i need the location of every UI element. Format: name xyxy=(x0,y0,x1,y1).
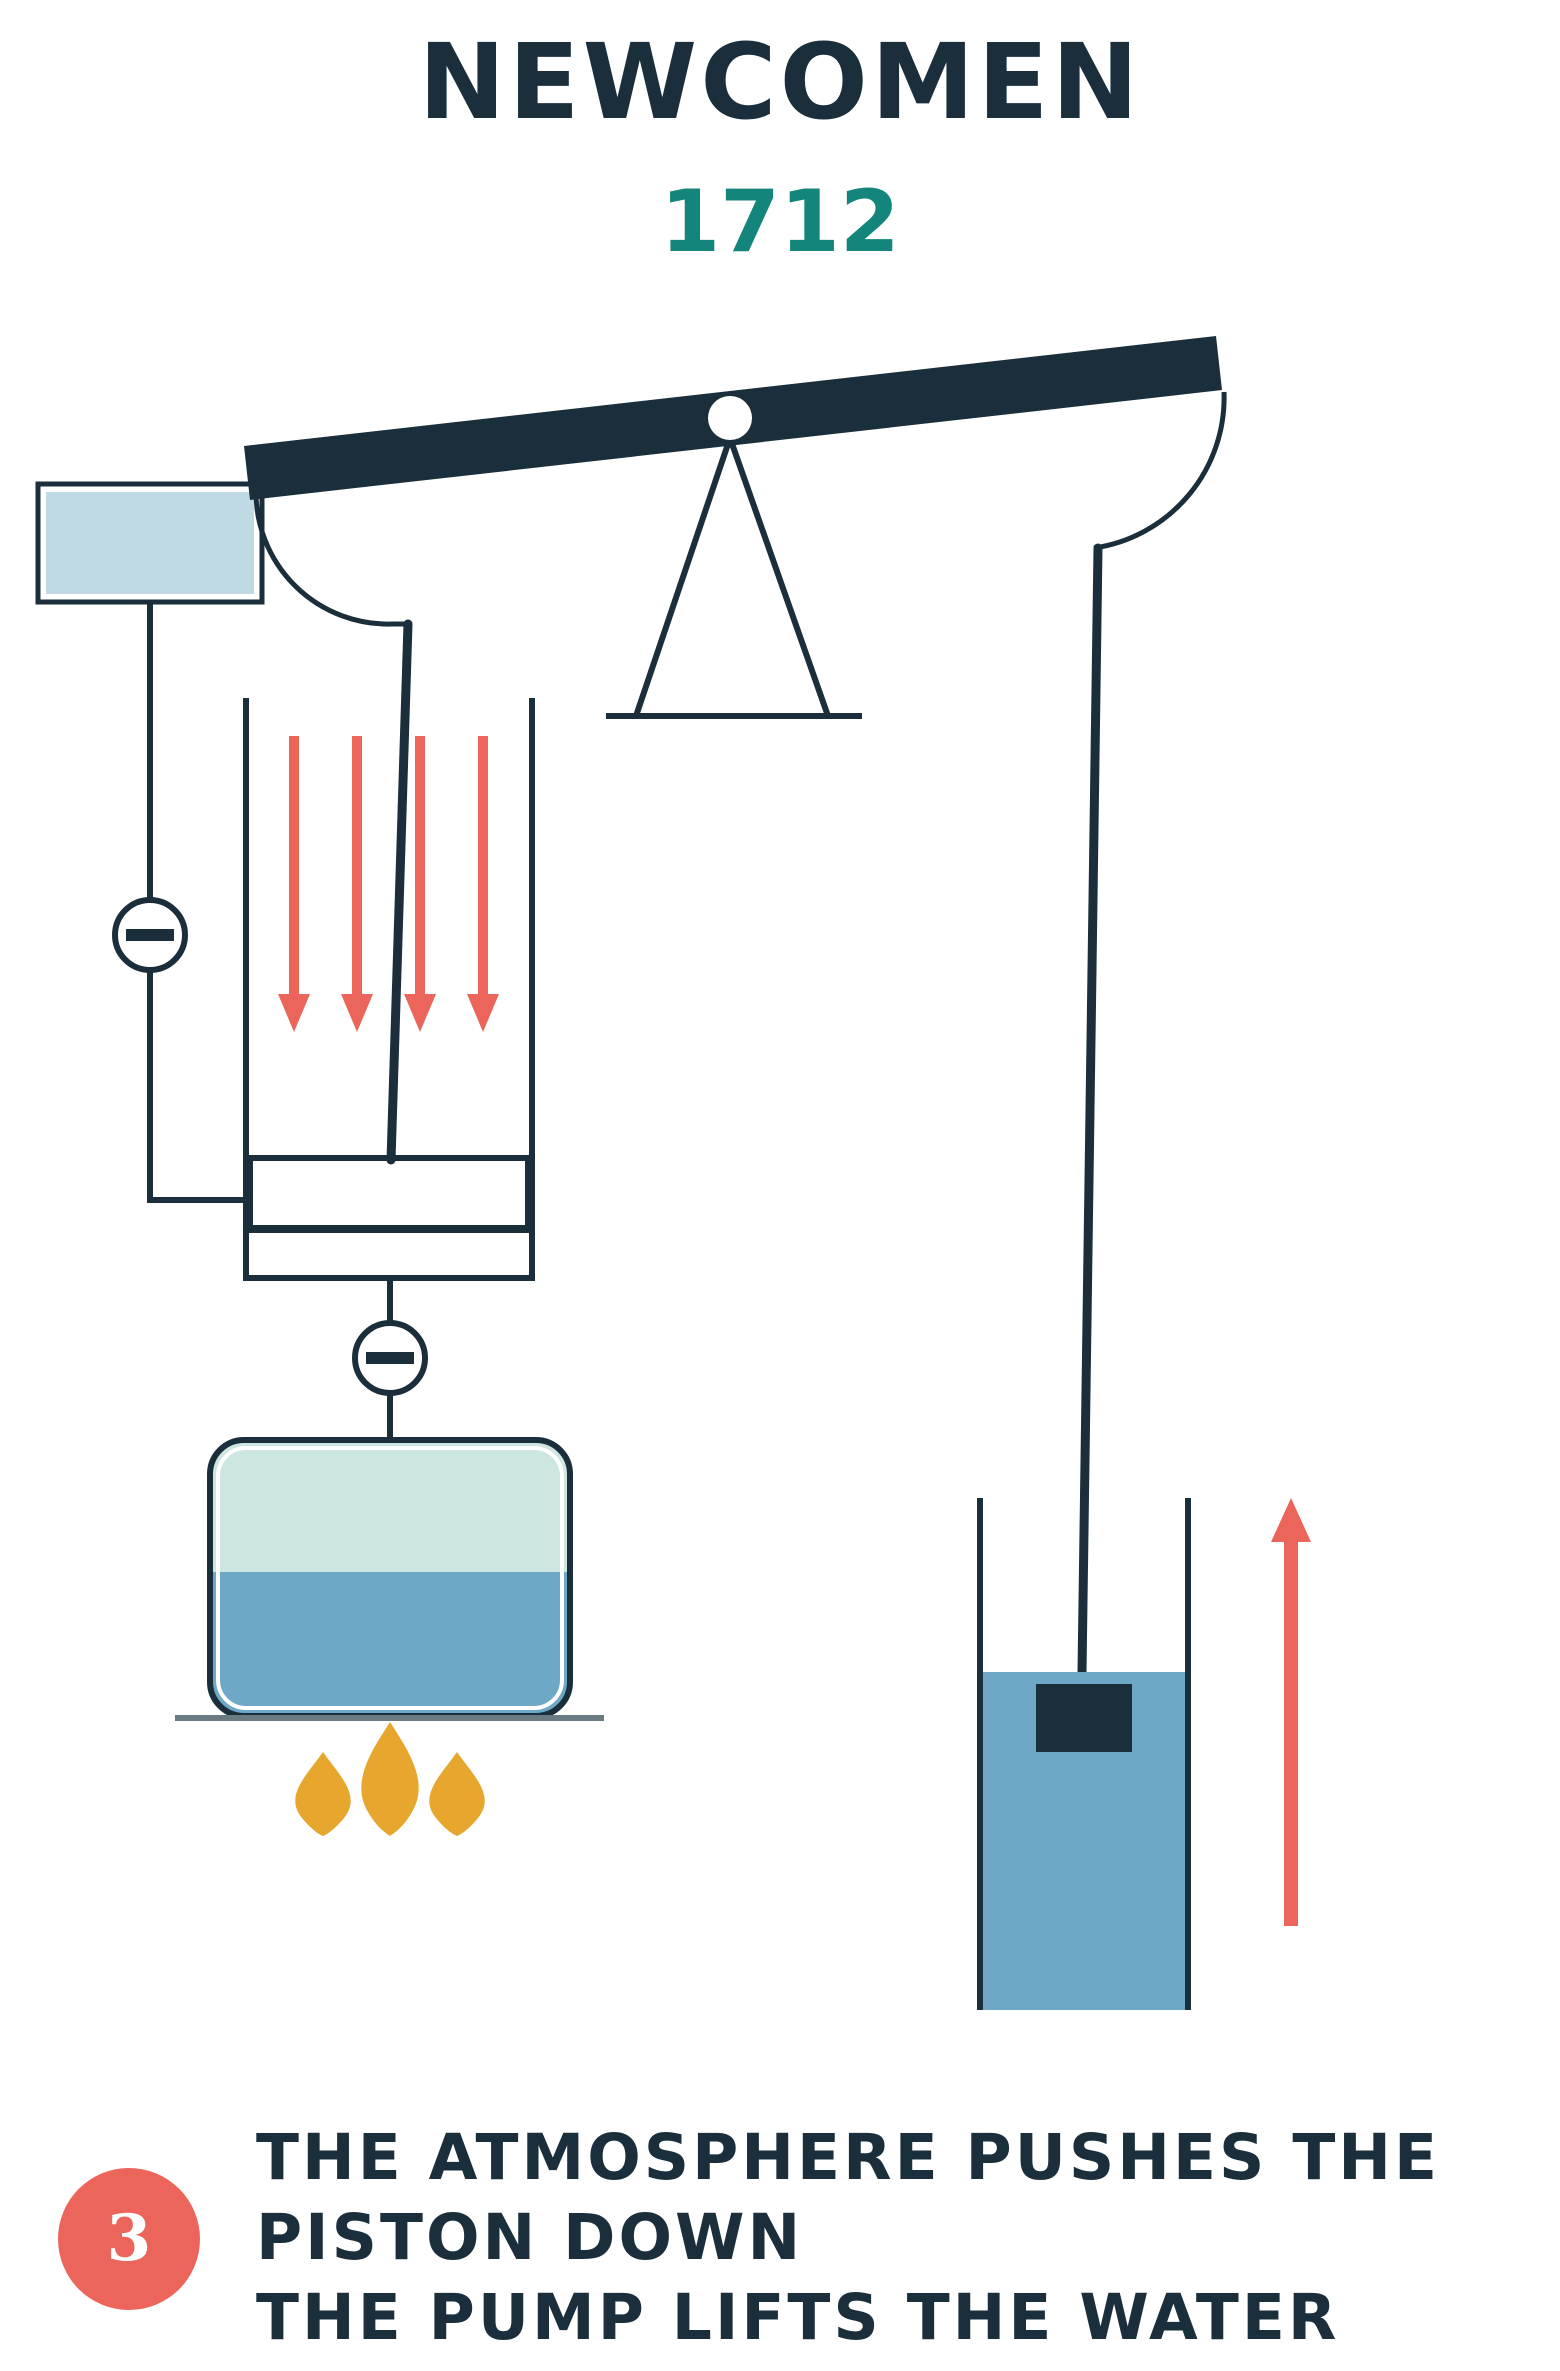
water-tank xyxy=(35,481,265,605)
caption-line: PISTON DOWN xyxy=(256,2201,804,2274)
caption-line: THE ATMOSPHERE PUSHES THE xyxy=(256,2121,1441,2194)
beam-support xyxy=(606,437,862,719)
flame-icon xyxy=(295,1752,351,1836)
step-number-badge: 3 xyxy=(58,2168,200,2310)
arrow-up-icon xyxy=(1271,1498,1311,1926)
caption-line: THE PUMP LIFTS THE WATER xyxy=(256,2281,1340,2354)
diagram-year: 1712 xyxy=(660,172,900,272)
piston-rod xyxy=(253,489,413,1165)
steam-cylinder xyxy=(243,698,535,1281)
flame-icon xyxy=(429,1752,485,1836)
beam-pivot xyxy=(708,396,752,440)
injection-pipe xyxy=(147,602,246,1203)
arrow-down-icon xyxy=(404,736,436,1032)
flames xyxy=(295,1722,485,1836)
piston xyxy=(247,1155,531,1231)
boiler xyxy=(207,1437,573,1719)
flame-icon xyxy=(361,1722,419,1836)
pump-piston xyxy=(1036,1684,1132,1752)
arrow-down-icon xyxy=(278,736,310,1032)
step-caption: THE ATMOSPHERE PUSHES THE PISTON DOWN TH… xyxy=(256,2118,1546,2358)
arrow-down-icon xyxy=(341,736,373,1032)
diagram-title: NEWCOMEN xyxy=(418,21,1142,143)
arrow-down-icon xyxy=(467,736,499,1032)
water-pump xyxy=(977,1498,1191,2010)
valve-closed-icon xyxy=(352,1320,428,1396)
pump-rod xyxy=(1077,391,1227,1677)
valve-closed-icon xyxy=(112,897,188,973)
atmosphere-arrows xyxy=(278,736,499,1032)
